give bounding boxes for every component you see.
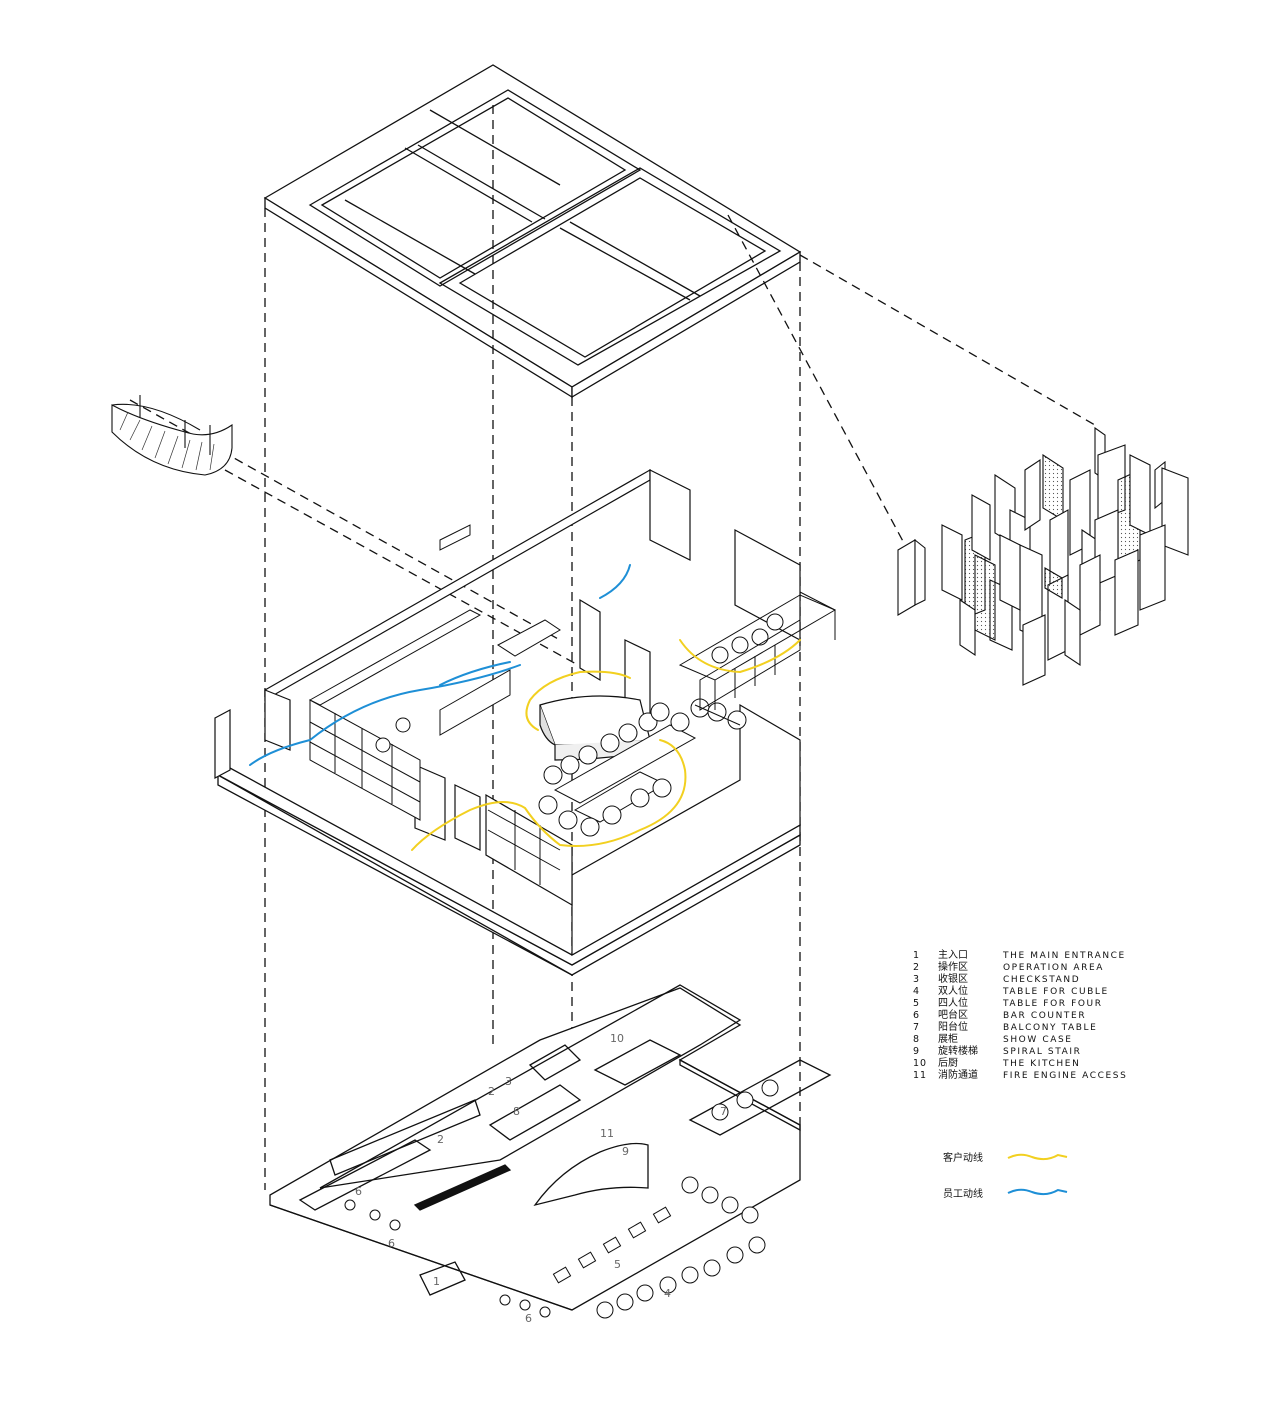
legend-label-en: BALCONY TABLE bbox=[1003, 1023, 1097, 1033]
skylight-frame-2 bbox=[438, 167, 782, 366]
plan-label-3: 3 bbox=[505, 1075, 512, 1088]
legend-row: 6 吧台区 BAR COUNTER bbox=[913, 1008, 1086, 1021]
staff-flow-label: 员工动线 bbox=[943, 1187, 983, 1200]
legend-label-cn: 主入口 bbox=[938, 949, 968, 961]
legend-label-cn: 双人位 bbox=[938, 984, 968, 997]
plan-label-4: 4 bbox=[664, 1287, 671, 1300]
legend-row: 7 阳台位 BALCONY TABLE bbox=[913, 1020, 1097, 1033]
legend-label-en: SPIRAL STAIR bbox=[1003, 1047, 1082, 1057]
plan-label-6b: 6 bbox=[388, 1237, 395, 1250]
legend-number: 11 bbox=[913, 1070, 927, 1081]
ground-floor-seating bbox=[344, 1079, 779, 1319]
legend-row: 1 主入口 THE MAIN ENTRANCE bbox=[913, 949, 1126, 961]
ground-floor-plan bbox=[269, 984, 832, 1311]
customer-flow-path bbox=[411, 639, 801, 851]
legend-number: 6 bbox=[913, 1010, 920, 1021]
spiral-stair-exploded bbox=[111, 395, 233, 476]
staff-flow-swatch bbox=[1007, 1188, 1068, 1196]
legend-row: 5 四人位 TABLE FOR FOUR bbox=[913, 996, 1103, 1009]
hanging-sculpture bbox=[897, 426, 1189, 686]
plan-label-11: 11 bbox=[600, 1127, 614, 1140]
customer-flow-label: 客户动线 bbox=[943, 1151, 983, 1164]
legend-row: 11 消防通道 FIRE ENGINE ACCESS bbox=[913, 1068, 1127, 1081]
legend-label-cn: 吧台区 bbox=[938, 1008, 968, 1021]
legend-label-cn: 四人位 bbox=[938, 996, 968, 1009]
legend-number: 5 bbox=[913, 998, 920, 1009]
plan-label-6c: 6 bbox=[525, 1312, 532, 1325]
legend-label-en: THE MAIN ENTRANCE bbox=[1002, 951, 1126, 961]
legend-row: 8 展柜 SHOW CASE bbox=[913, 1032, 1073, 1045]
legend-number: 9 bbox=[913, 1046, 920, 1057]
legend-label-en: TABLE FOR FOUR bbox=[1002, 999, 1103, 1009]
legend-label-cn: 后厨 bbox=[938, 1057, 958, 1069]
legend-number: 2 bbox=[913, 962, 920, 973]
plan-label-2a: 2 bbox=[437, 1133, 444, 1146]
legend-label-en: SHOW CASE bbox=[1003, 1035, 1073, 1045]
legend-label-en: TABLE FOR CUBLE bbox=[1002, 987, 1109, 997]
plan-label-2b: 2 bbox=[488, 1085, 495, 1098]
plan-label-6a: 6 bbox=[355, 1185, 362, 1198]
legend-row: 4 双人位 TABLE FOR CUBLE bbox=[913, 984, 1109, 997]
legend-row: 10 后厨 THE KITCHEN bbox=[913, 1057, 1080, 1069]
legend-number: 3 bbox=[913, 974, 920, 985]
legend-label-cn: 操作区 bbox=[938, 960, 968, 973]
legend-label-cn: 消防通道 bbox=[938, 1068, 978, 1081]
flow-legend: 客户动线 员工动线 bbox=[943, 1151, 1068, 1200]
legend-number: 1 bbox=[913, 950, 920, 961]
legend-label-en: OPERATION AREA bbox=[1003, 963, 1104, 973]
legend-number: 7 bbox=[913, 1022, 920, 1033]
legend-row: 3 收银区 CHECKSTAND bbox=[913, 972, 1080, 985]
staff-flow-path bbox=[249, 564, 631, 766]
legend-row: 2 操作区 OPERATION AREA bbox=[913, 960, 1104, 973]
legend-number: 4 bbox=[913, 986, 920, 997]
legend-label-cn: 阳台位 bbox=[938, 1020, 968, 1033]
plan-label-1: 1 bbox=[433, 1275, 440, 1288]
plan-label-8: 8 bbox=[513, 1105, 520, 1118]
legend-label-en: CHECKSTAND bbox=[1003, 975, 1080, 985]
legend-row: 9 旋转楼梯 SPIRAL STAIR bbox=[913, 1044, 1082, 1057]
legend-number: 10 bbox=[913, 1058, 927, 1069]
plan-label-5: 5 bbox=[614, 1258, 621, 1271]
roof-level bbox=[263, 64, 802, 399]
skylight-frame-1 bbox=[308, 89, 642, 287]
legend-label-en: BAR COUNTER bbox=[1003, 1011, 1086, 1021]
dining-furniture bbox=[375, 524, 784, 837]
plan-number-labels: 1 2 2 3 4 5 6 6 6 7 8 9 10 11 bbox=[355, 1032, 727, 1325]
plan-label-9: 9 bbox=[622, 1145, 629, 1158]
interior-walls bbox=[214, 468, 801, 957]
balcony-railings bbox=[678, 591, 837, 726]
plan-label-7: 7 bbox=[720, 1105, 727, 1118]
legend-label-en: THE KITCHEN bbox=[1002, 1059, 1080, 1069]
legend-label-cn: 展柜 bbox=[938, 1032, 958, 1045]
legend-label-cn: 旋转楼梯 bbox=[938, 1044, 978, 1057]
legend-label-en: FIRE ENGINE ACCESS bbox=[1003, 1071, 1127, 1081]
customer-flow-swatch bbox=[1007, 1153, 1068, 1161]
legend-label-cn: 收银区 bbox=[938, 972, 968, 985]
plan-label-10: 10 bbox=[610, 1032, 624, 1045]
legend-number: 8 bbox=[913, 1034, 920, 1045]
